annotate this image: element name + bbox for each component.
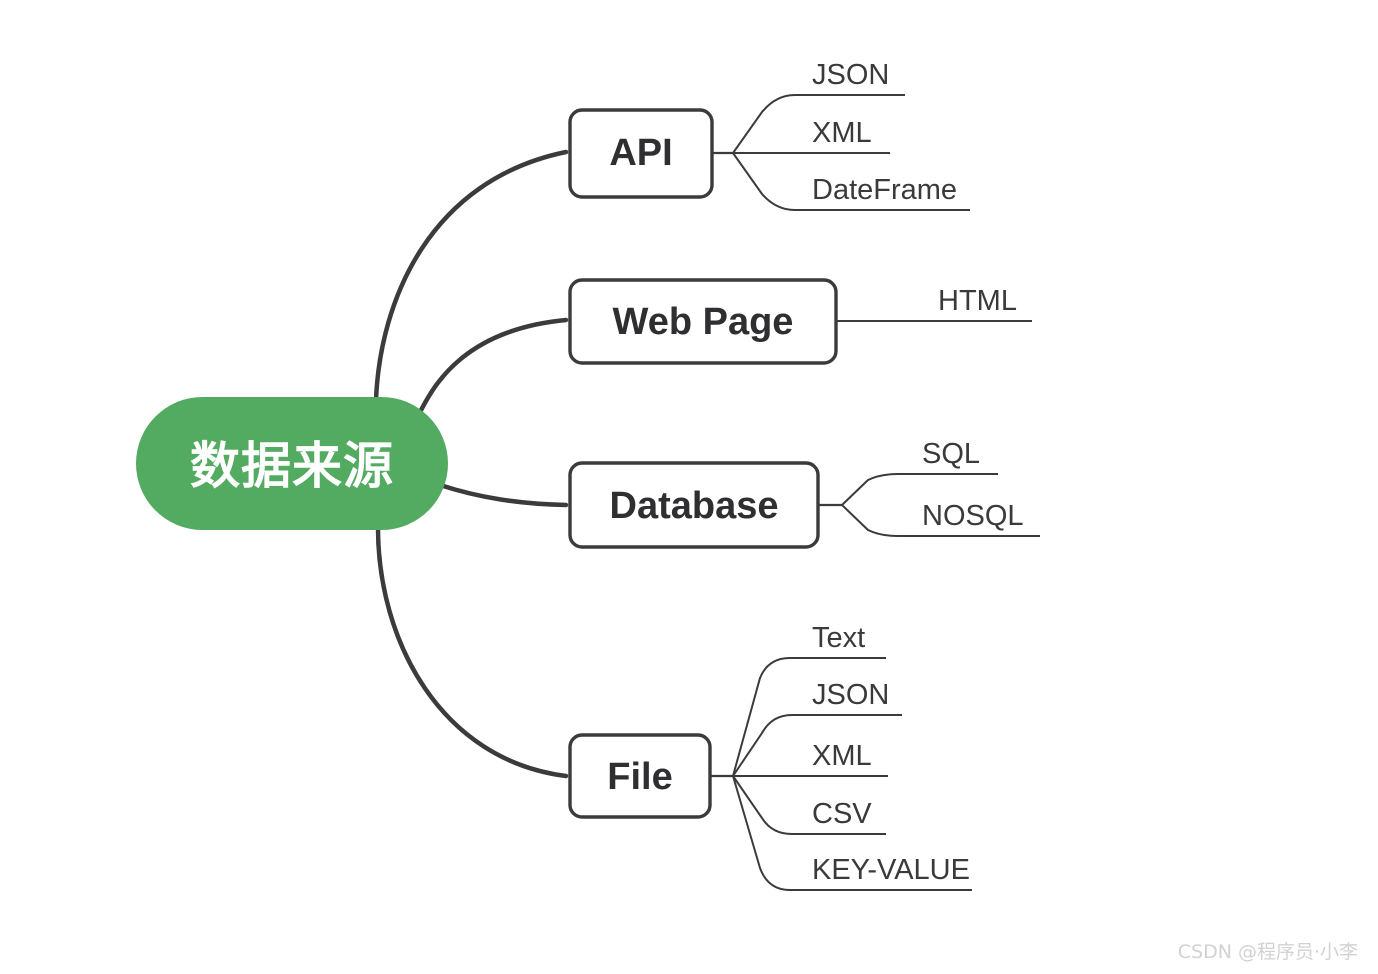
node-box-database[interactable]	[568, 461, 820, 549]
leaf-connector-database-nosql	[841, 504, 1040, 537]
leaf-label-api-json: JSON	[812, 59, 889, 91]
node-group-database: Database SQL NOSQL	[568, 438, 1040, 549]
leaf-label-api-dateframe: DateFrame	[812, 174, 957, 206]
node-box-file[interactable]	[568, 733, 712, 819]
leaf-label-file-json: JSON	[812, 679, 889, 711]
leaf-connector-file-text	[732, 657, 886, 777]
leaf-label-file-text: Text	[812, 622, 865, 654]
leaf-connector-file-csv	[732, 775, 886, 835]
leaf-label-database-sql: SQL	[922, 438, 980, 470]
node-label-file: File	[607, 756, 672, 798]
leaf-connector-api-dateframe	[732, 152, 970, 211]
leaf-connector-api-json	[732, 94, 905, 154]
node-group-web-page: Web Page HTML	[568, 278, 1032, 365]
leaf-label-database-nosql: NOSQL	[922, 500, 1024, 532]
leaf-connector-file-json	[732, 714, 902, 777]
branch-connector-database	[437, 482, 569, 508]
node-label-api: API	[609, 132, 672, 174]
watermark: CSDN @程序员·小李	[1178, 941, 1358, 963]
leaf-connector-database-sql	[841, 473, 998, 506]
root-node-label: 数据来源	[190, 437, 394, 495]
node-label-web-page: Web Page	[613, 301, 794, 343]
node-label-database: Database	[610, 485, 779, 527]
branch-connector-file	[375, 525, 569, 779]
node-box-api[interactable]	[568, 108, 714, 199]
main-branch-connectors	[373, 149, 569, 779]
node-group-api: API JSON XML DateFrame	[568, 59, 970, 211]
leaf-label-webpage-html: HTML	[938, 285, 1017, 317]
leaf-label-file-csv: CSV	[812, 798, 872, 830]
branch-connector-web-page	[417, 317, 569, 415]
root-node[interactable]: 数据来源	[136, 397, 448, 530]
leaf-label-file-xml: XML	[812, 740, 872, 772]
root-node-pill[interactable]	[136, 397, 448, 530]
node-box-web-page[interactable]	[568, 278, 838, 365]
leaf-label-file-key-value: KEY-VALUE	[812, 854, 970, 886]
leaf-label-api-xml: XML	[812, 117, 872, 149]
leaf-connector-file-key-value	[732, 775, 972, 891]
node-group-file: File Text JSON XML CSV KEY-VALUE	[568, 622, 972, 891]
branch-connector-api	[373, 149, 569, 403]
